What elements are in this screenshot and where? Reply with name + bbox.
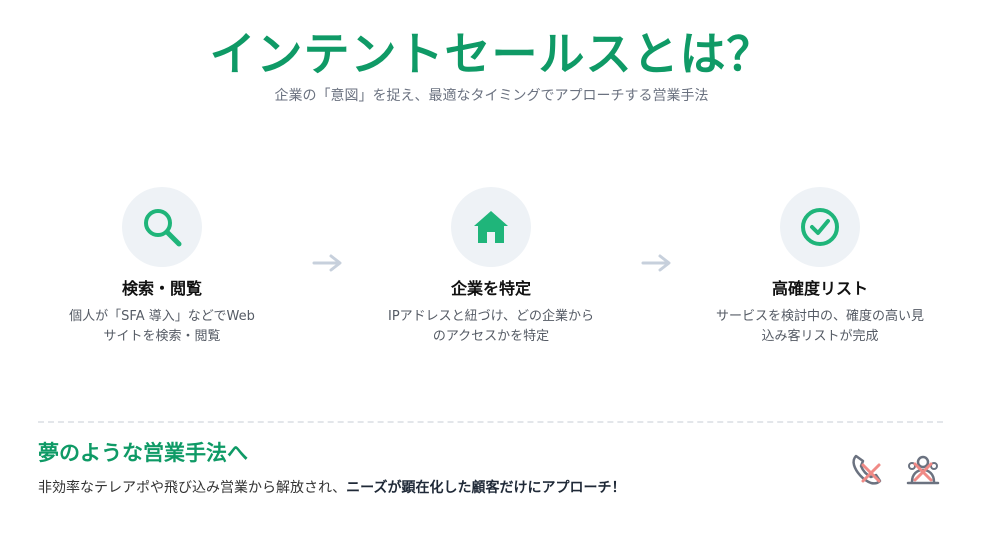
step-description: サービスを検討中の、確度の高い見 込み客リストが完成 <box>705 307 935 347</box>
no-phone-icon <box>849 452 885 488</box>
step-identify: 企業を特定 IPアドレスと紐づけ、どの企業から のアクセスかを特定 <box>371 187 611 347</box>
step-description: IPアドレスと紐づけ、どの企業から のアクセスかを特定 <box>376 307 606 347</box>
no-visit-icon <box>905 452 941 488</box>
step-description-line: 個人が「SFA 導入」などでWeb <box>69 309 255 324</box>
step-description-line: のアクセスかを特定 <box>432 329 550 344</box>
step-description-line: サイトを検索・閲覧 <box>103 329 221 344</box>
page-title: インテントセールスとは？ <box>209 27 774 81</box>
arrow-right-icon <box>311 251 345 275</box>
search-icon <box>122 187 202 267</box>
step-list: 高確度リスト サービスを検討中の、確度の高い見 込み客リストが完成 <box>700 187 940 347</box>
step-title: 検索・閲覧 <box>121 279 202 298</box>
step-description-line: 込み客リストが完成 <box>761 329 879 344</box>
step-description: 個人が「SFA 導入」などでWeb サイトを検索・閲覧 <box>47 307 277 347</box>
section-text-bold: ニーズが顕在化した顧客だけにアプローチ！ <box>346 480 626 496</box>
step-title: 高確度リスト <box>771 279 868 298</box>
section-text-normal: 非効率なテレアポや飛び込み営業から解放され、 <box>38 480 347 496</box>
step-title: 企業を特定 <box>450 279 531 298</box>
section-text: 非効率なテレアポや飛び込み営業から解放され、ニーズが顕在化した顧客だけにアプロー… <box>38 478 625 498</box>
check-circle-icon <box>780 187 860 267</box>
step-description-line: IPアドレスと紐づけ、どの企業から <box>387 309 595 324</box>
section-title: 夢のような営業手法へ <box>38 441 248 465</box>
section-divider <box>38 421 943 423</box>
page-subtitle: 企業の「意図」を捉え、最適なタイミングでアプローチする営業手法 <box>274 88 709 104</box>
step-description-line: サービスを検討中の、確度の高い見 <box>715 309 924 324</box>
step-search: 検索・閲覧 個人が「SFA 導入」などでWeb サイトを検索・閲覧 <box>42 187 282 347</box>
building-icon <box>451 187 531 267</box>
arrow-right-icon <box>640 251 674 275</box>
